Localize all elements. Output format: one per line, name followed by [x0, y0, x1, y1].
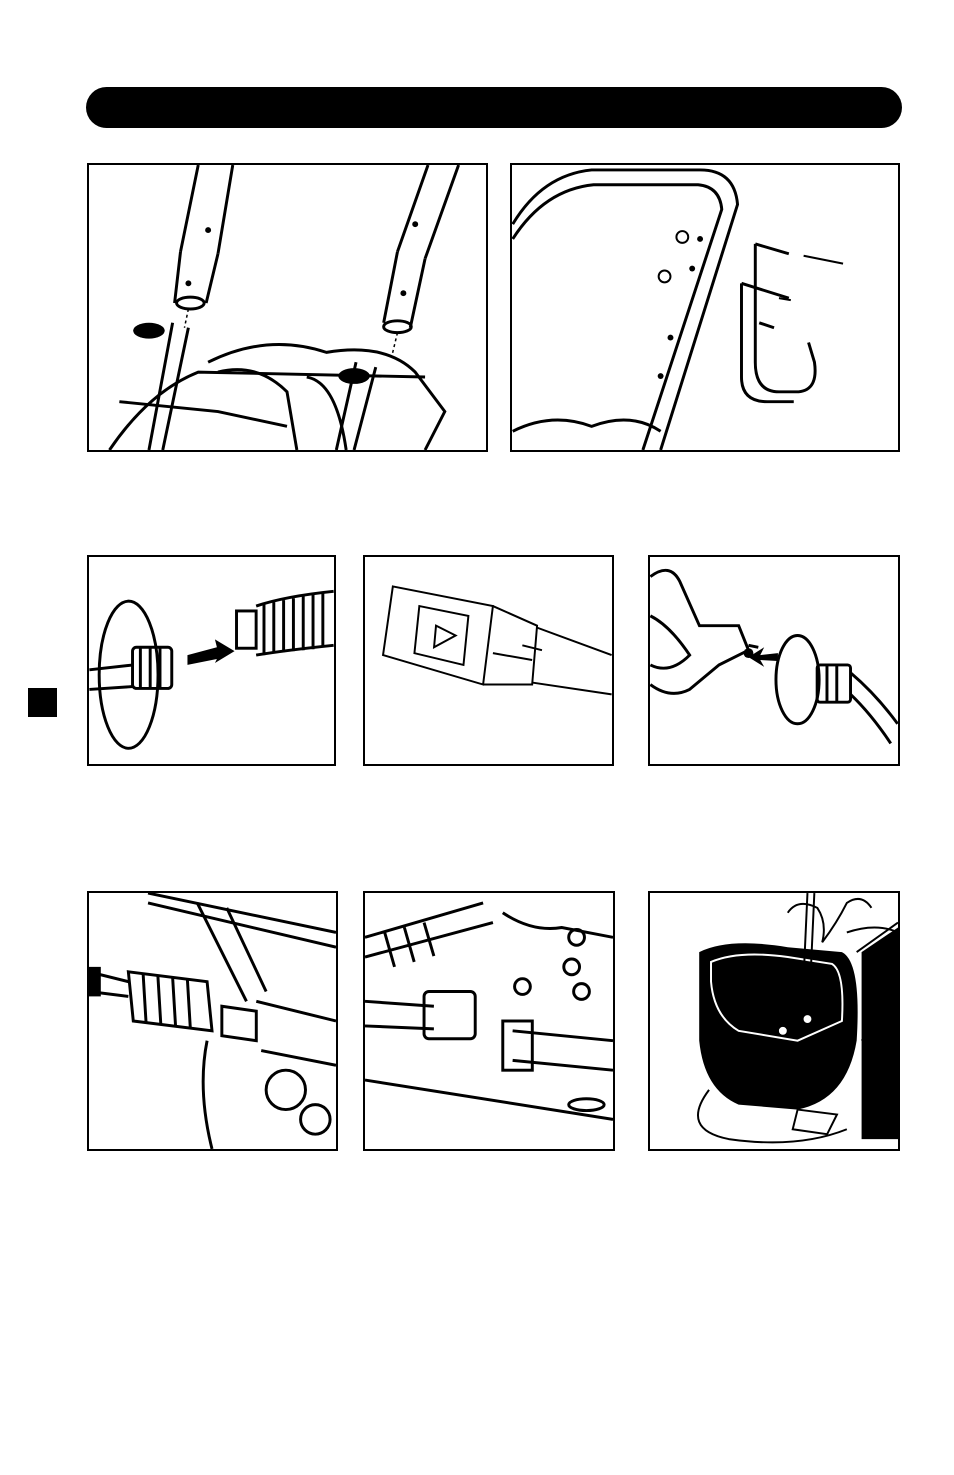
spray-gun-illustration [648, 555, 900, 766]
hose-connector-icon [89, 557, 334, 764]
nozzle-illustration [363, 555, 614, 766]
nozzle-icon [365, 557, 612, 764]
hook-bracket-illustration [510, 163, 900, 452]
hook-bracket-icon [512, 165, 898, 450]
section-side-tab [28, 688, 57, 717]
pump-outlet-icon [89, 893, 336, 1149]
fuel-tank-illustration [648, 891, 900, 1151]
handle-assembly-illustration [87, 163, 488, 452]
handle-assembly-icon [89, 165, 486, 450]
hose-connector-illustration [87, 555, 336, 766]
section-header-bar [86, 87, 902, 128]
spray-gun-icon [650, 557, 898, 764]
fuel-tank-icon [650, 893, 898, 1149]
water-inlet-illustration [363, 891, 615, 1151]
water-inlet-icon [365, 893, 613, 1149]
pump-outlet-illustration [87, 891, 338, 1151]
